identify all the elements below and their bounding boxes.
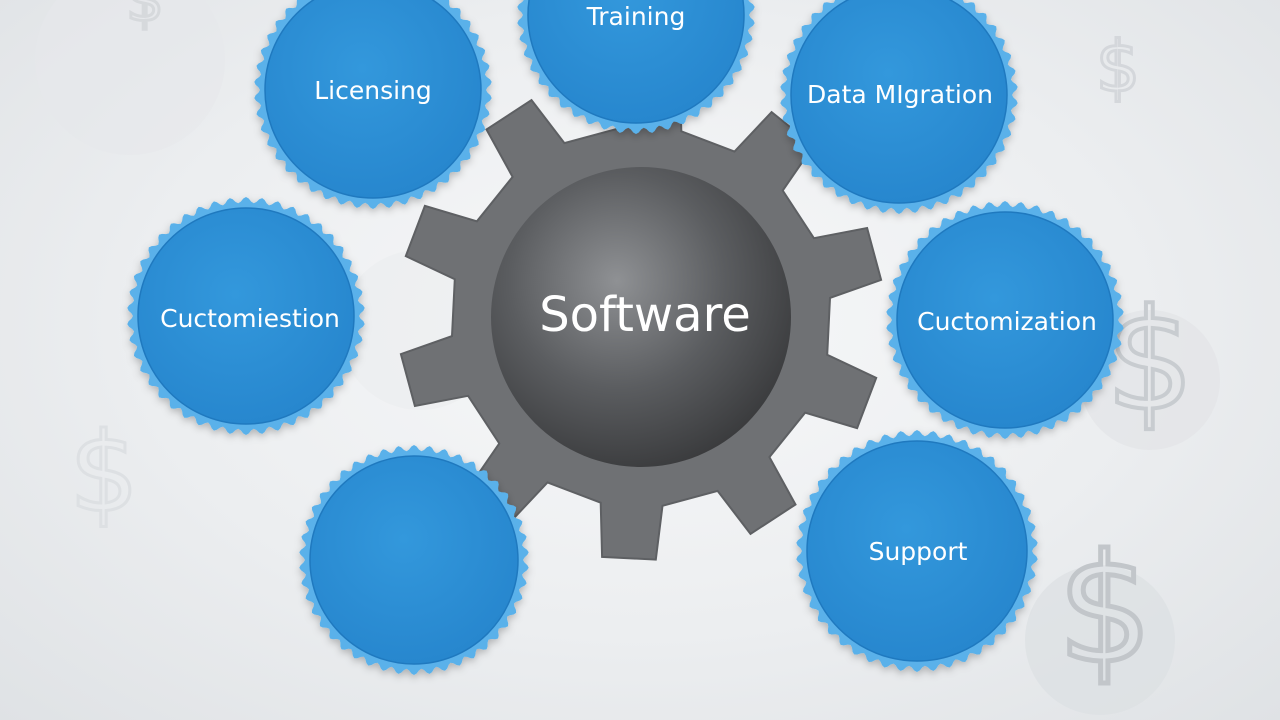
node-disc	[806, 440, 1028, 662]
dollar-symbol: $	[1096, 26, 1141, 108]
service-node-unlabeled	[299, 445, 529, 675]
dollar-symbol: $	[126, 0, 164, 36]
node-disc	[790, 0, 1008, 204]
gear-hub	[491, 167, 791, 467]
node-disc	[137, 207, 355, 425]
center-gear: Software	[399, 73, 883, 561]
dollar-symbol: $	[1105, 280, 1194, 443]
node-label: Cuctomization	[917, 307, 1097, 336]
node-label: Training	[586, 2, 686, 31]
node-label: Cuctomiestion	[160, 304, 340, 333]
service-node-customization-right: Cuctomization	[886, 201, 1124, 439]
node-label: Licensing	[314, 76, 432, 105]
node-label: Support	[869, 537, 968, 566]
node-disc	[896, 211, 1114, 429]
node-disc	[264, 0, 482, 199]
dollar-symbol: $	[69, 408, 139, 536]
service-node-customization-left: Cuctomiestion	[127, 197, 365, 435]
dollar-symbol: $	[1057, 523, 1152, 697]
service-node-licensing: Licensing	[254, 0, 492, 209]
service-node-data-migration: Data MIgration	[780, 0, 1018, 214]
service-node-training: Training	[517, 0, 755, 134]
center-label: Software	[539, 287, 751, 343]
service-node-support: Support	[796, 430, 1038, 672]
node-disc	[309, 455, 519, 665]
dollar-symbols: $ $ $ $ $	[68, 0, 1197, 700]
node-disc	[527, 0, 745, 124]
node-label: Data MIgration	[807, 80, 993, 109]
